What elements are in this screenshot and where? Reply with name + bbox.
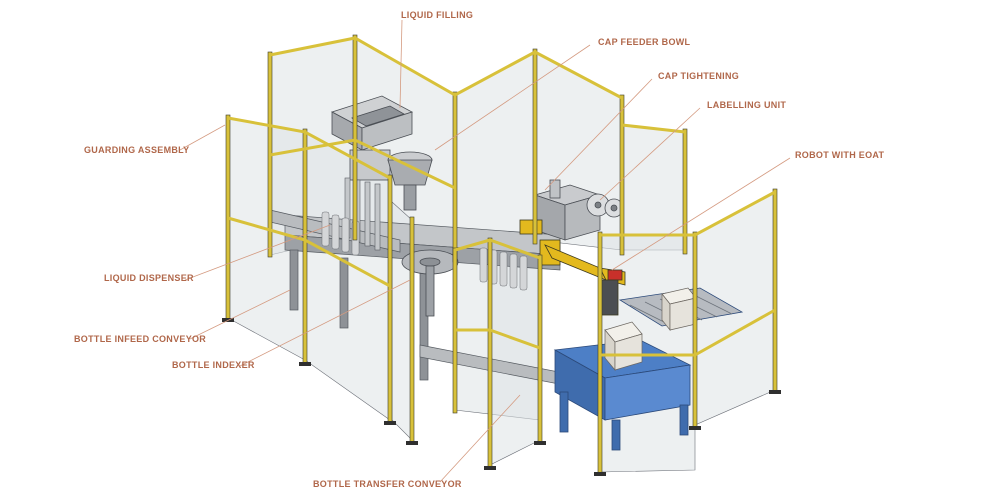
label-guarding-assembly-text: GUARDING ASSEMBLY [84, 145, 190, 155]
guarding-panels [227, 37, 776, 473]
leader-robot-with-eoat [611, 157, 791, 271]
label-guarding-assembly: GUARDING ASSEMBLY [84, 145, 189, 156]
leader-liquid-filling [399, 19, 403, 109]
label-cap-feeder-bowl: CAP FEEDER BOWL [598, 37, 690, 48]
leader-guarding-assembly [179, 124, 226, 151]
cartons [604, 287, 697, 371]
label-liquid-filling-text: LIQUID FILLING [401, 10, 474, 20]
label-bottle-infeed-conveyor-text: BOTTLE INFEED CONVEYOR [74, 334, 207, 344]
base-leg-2 [339, 257, 349, 329]
leader-cap-tightening [544, 78, 653, 191]
leader-bottle-indexer [239, 279, 411, 367]
label-cap-feeder-bowl-text: CAP FEEDER BOWL [598, 37, 691, 47]
label-labelling-unit: LABELLING UNIT [707, 100, 786, 111]
leader-labelling-unit [599, 107, 701, 201]
label-labelling-unit-text: LABELLING UNIT [707, 100, 787, 110]
leader-cap-feeder-bowl [434, 44, 591, 151]
leader-lines [179, 19, 791, 483]
label-bottle-indexer-text: BOTTLE INDEXER [172, 360, 255, 370]
bottle-indexer [401, 249, 459, 317]
guard-frame-rails [226, 36, 777, 357]
label-liquid-dispenser-text: LIQUID DISPENSER [104, 273, 194, 283]
label-bottle-infeed-conveyor: BOTTLE INFEED CONVEYOR [74, 334, 206, 345]
base-leg-1 [289, 249, 299, 311]
label-liquid-filling: LIQUID FILLING [401, 10, 473, 21]
label-cap-tightening: CAP TIGHTENING [658, 71, 739, 82]
leader-liquid-dispenser [184, 224, 331, 281]
label-liquid-dispenser: LIQUID DISPENSER [104, 273, 194, 284]
label-bottle-transfer-conveyor-text: BOTTLE TRANSFER CONVEYOR [313, 479, 462, 489]
guard-panel-right-side [621, 124, 686, 251]
leader-bottle-transfer-conveyor [439, 394, 521, 483]
label-bottle-transfer-conveyor: BOTTLE TRANSFER CONVEYOR [313, 479, 462, 490]
label-bottle-indexer: BOTTLE INDEXER [172, 360, 255, 371]
label-cap-tightening-text: CAP TIGHTENING [658, 71, 740, 81]
leader-bottle-infeed-conveyor [189, 289, 291, 340]
label-robot-with-eoat: ROBOT WITH EOAT [795, 150, 884, 161]
label-robot-with-eoat-text: ROBOT WITH EOAT [795, 150, 885, 160]
labelling-unit [533, 179, 624, 241]
